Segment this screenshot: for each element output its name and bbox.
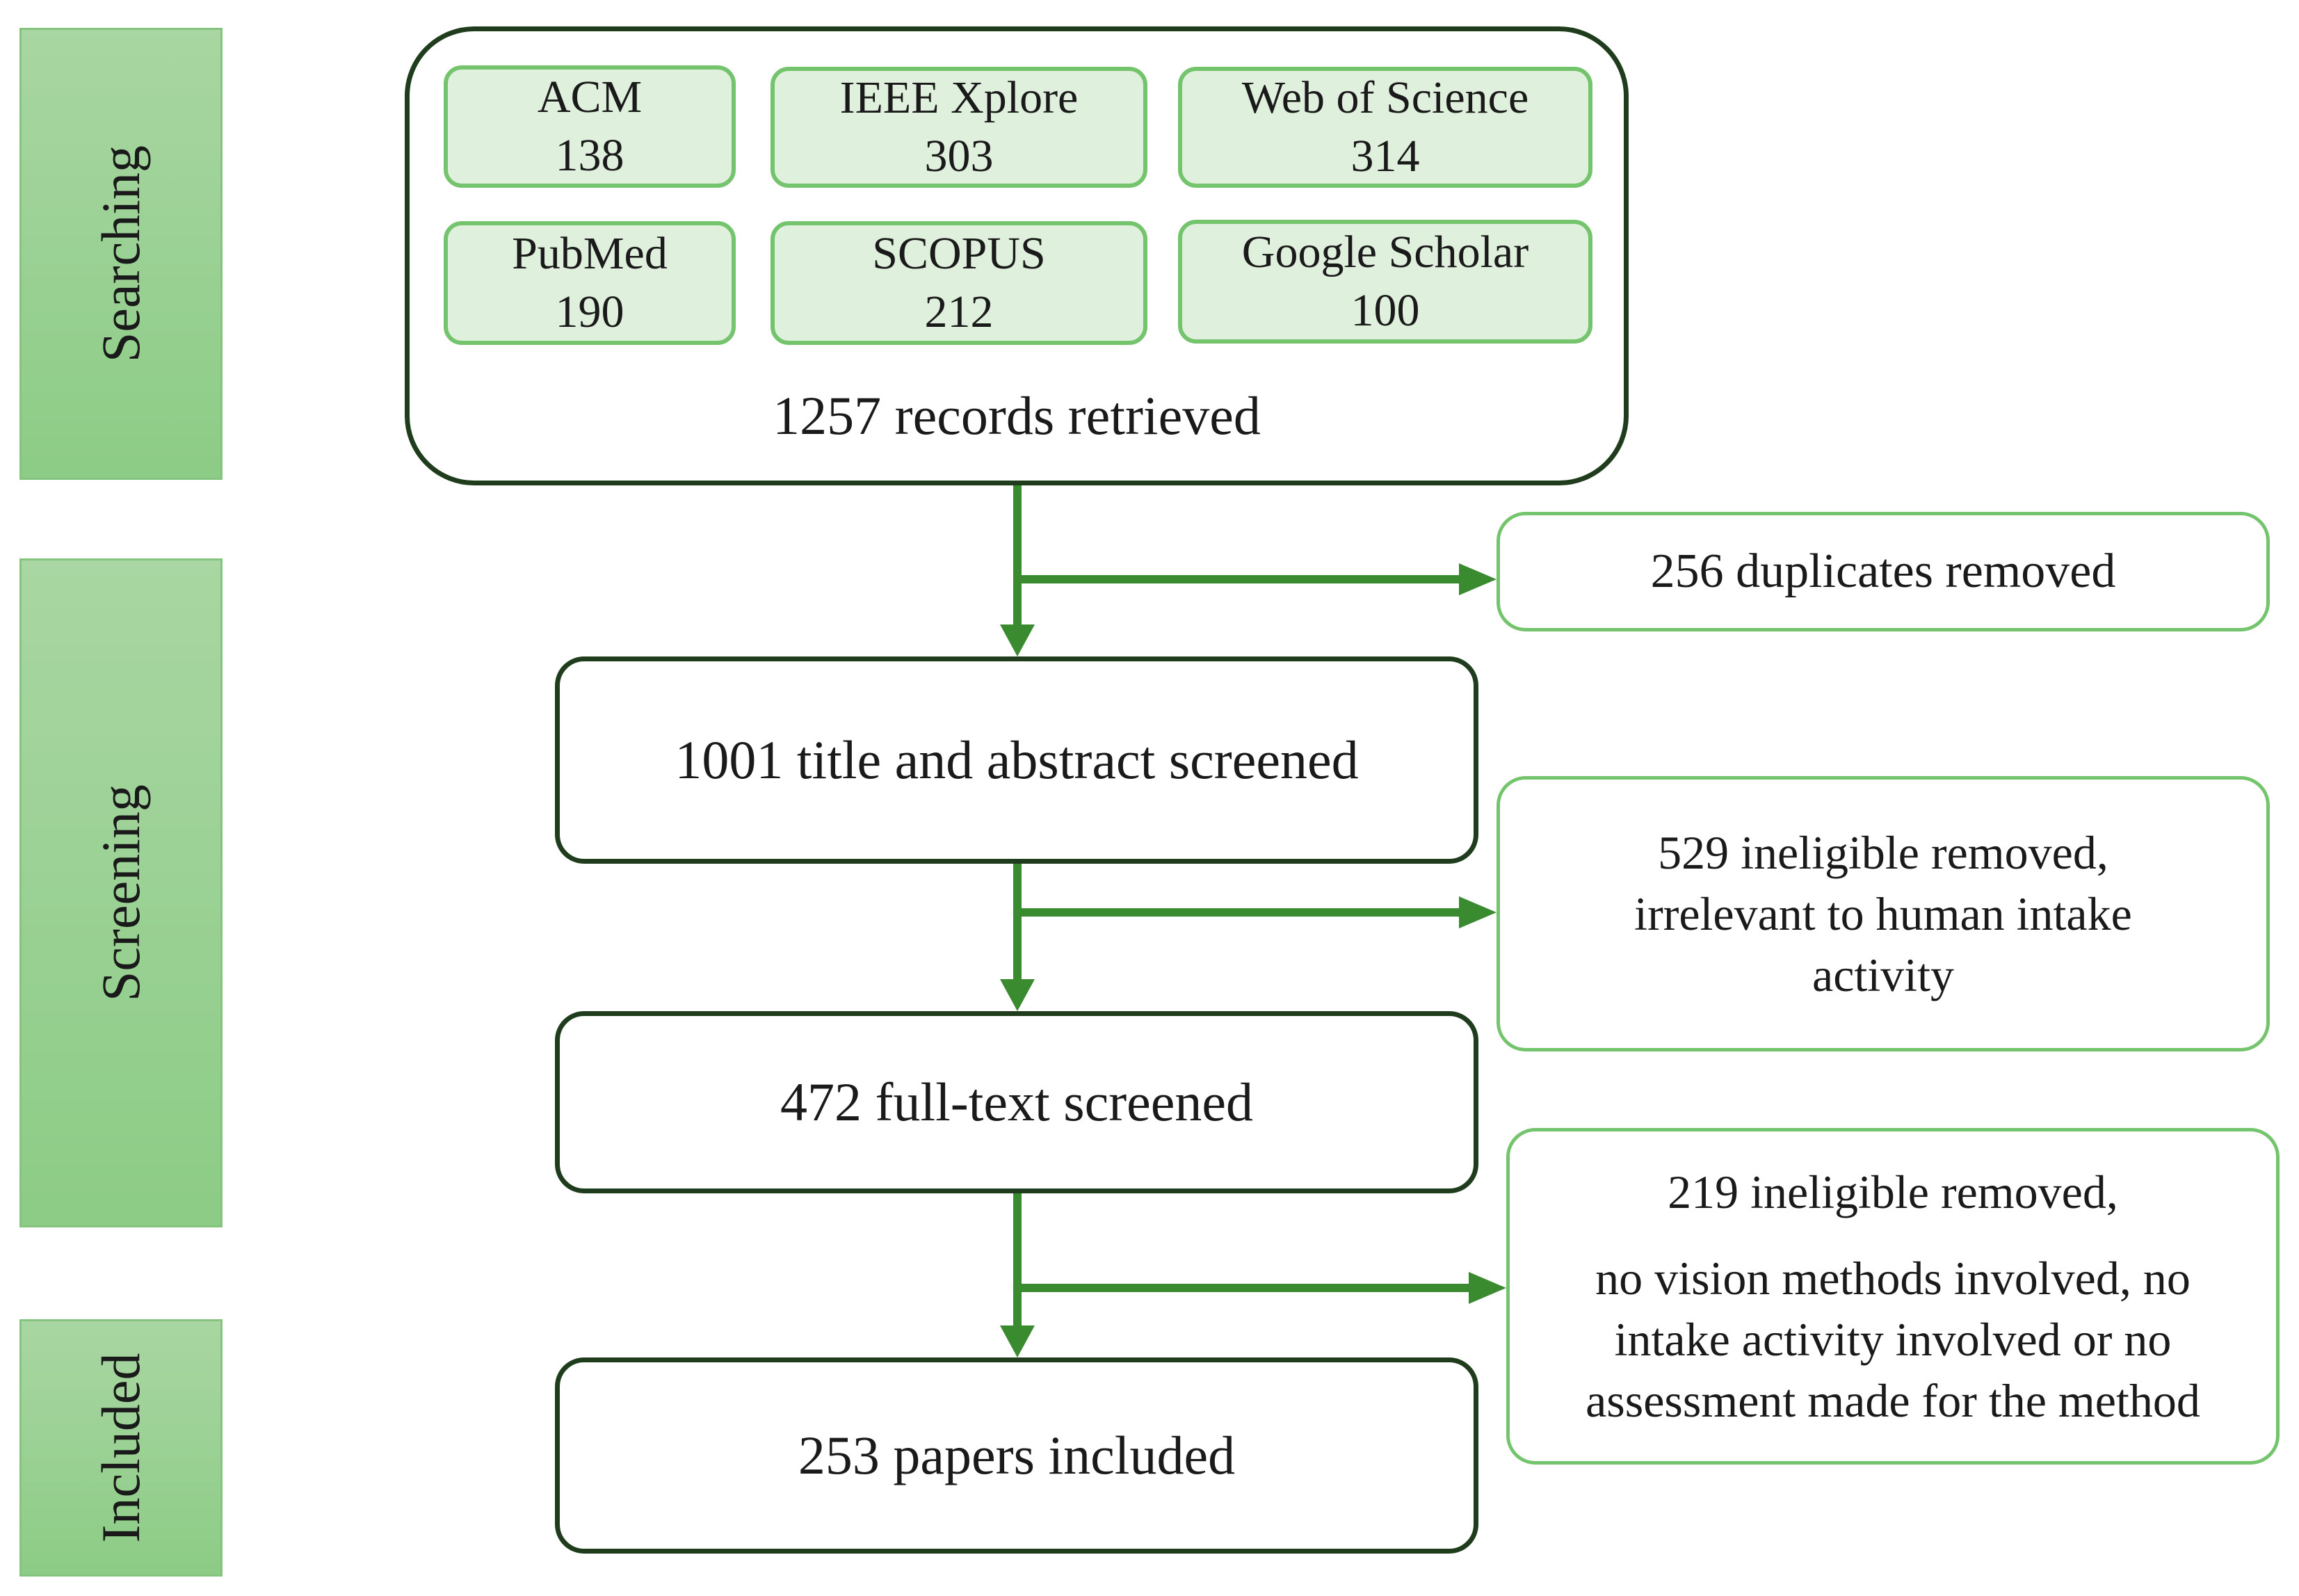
source-name: PubMed: [512, 228, 668, 279]
source-ieee-xplore: IEEE Xplore 303: [771, 67, 1147, 188]
step-title-abstract-screened: 1001 title and abstract screened: [555, 656, 1478, 864]
source-pubmed: PubMed 190: [444, 221, 736, 345]
arrowhead-duplicates: [1459, 563, 1497, 595]
source-name: IEEE Xplore: [839, 72, 1079, 123]
source-web-of-science: Web of Science 314: [1178, 67, 1592, 188]
arrowhead-novision: [1469, 1272, 1506, 1304]
source-google-scholar: Google Scholar 100: [1178, 220, 1592, 344]
arrowhead-fulltext-down: [1000, 1325, 1035, 1357]
stage-included: Included: [19, 1319, 223, 1577]
exclusion-ineligible-no-vision: 219 ineligible removed, no vision method…: [1506, 1128, 2280, 1465]
step-full-text-screened: 472 full-text screened: [555, 1011, 1478, 1193]
source-name: ACM: [537, 72, 643, 122]
arrowhead-screen-down: [1000, 979, 1035, 1011]
arrowhead-search-down: [1000, 624, 1035, 656]
source-name: SCOPUS: [872, 228, 1046, 279]
source-count: 314: [1350, 131, 1420, 182]
exclusion-duplicates: 256 duplicates removed: [1497, 512, 2270, 631]
source-scopus: SCOPUS 212: [771, 221, 1147, 345]
source-count: 100: [1350, 285, 1420, 336]
source-name: Web of Science: [1241, 72, 1529, 123]
arrowhead-ineligible: [1459, 896, 1497, 928]
stage-screening: Screening: [19, 558, 223, 1227]
source-acm: ACM 138: [444, 65, 736, 188]
records-retrieved: 1257 records retrieved: [773, 385, 1261, 446]
stage-searching: Searching: [19, 28, 223, 480]
source-count: 138: [555, 130, 624, 181]
step-papers-included: 253 papers included: [555, 1357, 1478, 1554]
exclusion-ineligible-irrelevant: 529 ineligible removed, irrelevant to hu…: [1497, 776, 2270, 1051]
source-name: Google Scholar: [1241, 227, 1529, 277]
source-count: 212: [924, 287, 994, 337]
source-count: 190: [555, 287, 624, 337]
source-count: 303: [924, 131, 994, 182]
